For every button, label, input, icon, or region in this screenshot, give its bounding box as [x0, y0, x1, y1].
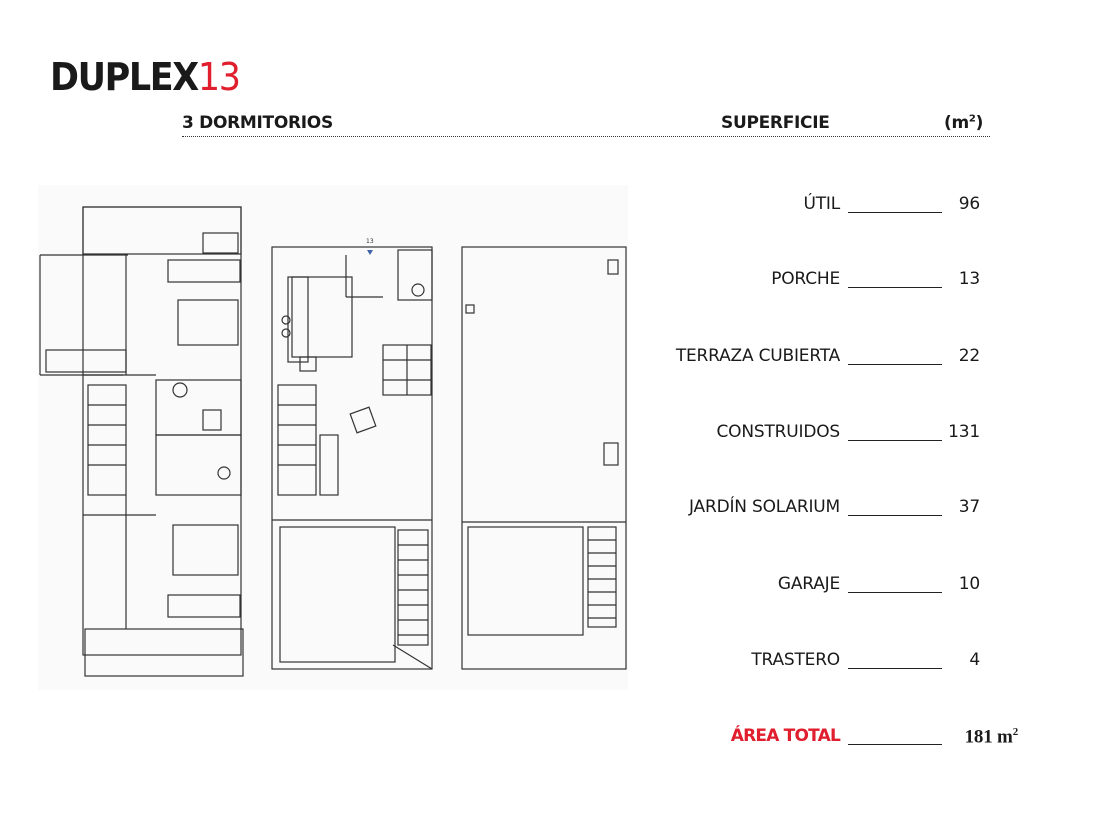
area-label: TRASTERO	[751, 650, 840, 670]
total-leader-line	[848, 744, 942, 745]
area-value: 131	[948, 422, 980, 442]
header-dotted-line	[182, 136, 990, 137]
unit-heading: (m2)	[944, 113, 983, 133]
area-row: GARAJE 10	[600, 574, 1000, 598]
area-value: 10	[958, 574, 980, 594]
plan-annotation: 13	[366, 238, 374, 245]
total-value: 181 m2	[964, 726, 1019, 748]
page-title: DUPLEX13	[50, 55, 241, 99]
area-label: CONSTRUIDOS	[716, 422, 841, 442]
surface-heading: SUPERFICIE	[721, 113, 830, 133]
floor-plan-ground	[271, 246, 433, 670]
area-row: ÚTIL 96	[600, 194, 1000, 218]
area-leader-line	[848, 592, 942, 593]
area-row: JARDÍN SOLARIUM 37	[600, 497, 1000, 521]
unit-prefix: (m	[944, 113, 969, 133]
title-main: DUPLEX	[50, 55, 199, 99]
area-label: TERRAZA CUBIERTA	[675, 346, 840, 366]
area-label: JARDÍN SOLARIUM	[689, 497, 840, 517]
area-leader-line	[848, 364, 942, 365]
title-number: 13	[197, 55, 241, 99]
area-row: PORCHE 13	[600, 269, 1000, 293]
area-label: ÚTIL	[803, 194, 840, 214]
area-value: 13	[958, 269, 980, 289]
area-label: PORCHE	[771, 269, 840, 289]
floor-plan-roof	[461, 246, 627, 670]
area-leader-line	[848, 668, 942, 669]
floor-plan-upper	[39, 206, 244, 677]
unit-suffix: )	[975, 113, 984, 133]
area-leader-line	[848, 515, 942, 516]
floor-plans: 13	[38, 185, 628, 690]
area-leader-line	[848, 287, 942, 288]
total-value-sup: 2	[1012, 726, 1019, 738]
unit-sup: 2	[968, 113, 976, 125]
total-label: ÁREA TOTAL	[730, 726, 841, 746]
entrance-marker-icon	[367, 250, 373, 255]
area-value: 4	[969, 650, 980, 670]
area-row: TRASTERO 4	[600, 650, 1000, 674]
bedrooms-heading: 3 DORMITORIOS	[182, 113, 333, 133]
area-value: 96	[958, 194, 980, 214]
area-row: TERRAZA CUBIERTA 22	[600, 346, 1000, 370]
area-leader-line	[848, 440, 942, 441]
area-value: 37	[958, 497, 980, 517]
area-value: 22	[958, 346, 980, 366]
area-row: CONSTRUIDOS 131	[600, 422, 1000, 446]
area-label: GARAJE	[777, 574, 840, 594]
total-row: ÁREA TOTAL 181 m2	[600, 726, 1018, 750]
area-leader-line	[848, 212, 942, 213]
total-value-number: 181 m	[964, 726, 1013, 748]
